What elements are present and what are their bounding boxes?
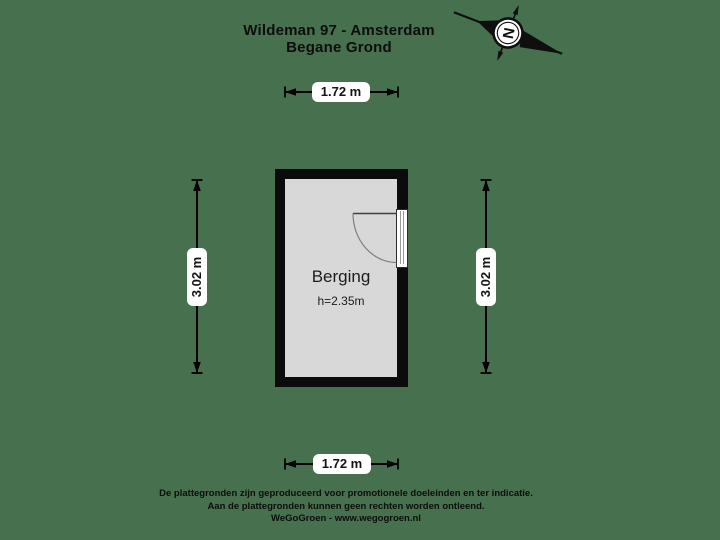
footer-line-3: WeGoGroen - www.wegogroen.nl bbox=[271, 513, 421, 524]
footer-disclaimer: De plattegronden zijn geproduceerd voor … bbox=[0, 488, 692, 526]
dimension-label-left: 3.02 m bbox=[187, 248, 207, 306]
footer-line-2: Aan de plattegronden kunnen geen rechten… bbox=[207, 500, 485, 512]
dimension-label-right: 3.02 m bbox=[476, 248, 496, 306]
dimension-label-bottom: 1.72 m bbox=[313, 454, 371, 474]
title-block: Wildeman 97 - Amsterdam Begane Grond bbox=[0, 22, 678, 56]
room-ceiling-height-label: h=2.35m bbox=[317, 294, 365, 308]
room-berging: Berging h=2.35m bbox=[285, 179, 397, 377]
page-subtitle: Begane Grond bbox=[286, 39, 392, 56]
page-title: Wildeman 97 - Amsterdam bbox=[243, 22, 435, 39]
room-name-label: Berging bbox=[311, 267, 371, 286]
room-walls: Berging h=2.35m bbox=[275, 169, 408, 387]
door-threshold bbox=[400, 211, 404, 264]
dimension-label-top: 1.72 m bbox=[312, 82, 370, 102]
door-frame bbox=[396, 209, 408, 268]
footer-line-1: De plattegronden zijn geproduceerd voor … bbox=[159, 488, 533, 499]
